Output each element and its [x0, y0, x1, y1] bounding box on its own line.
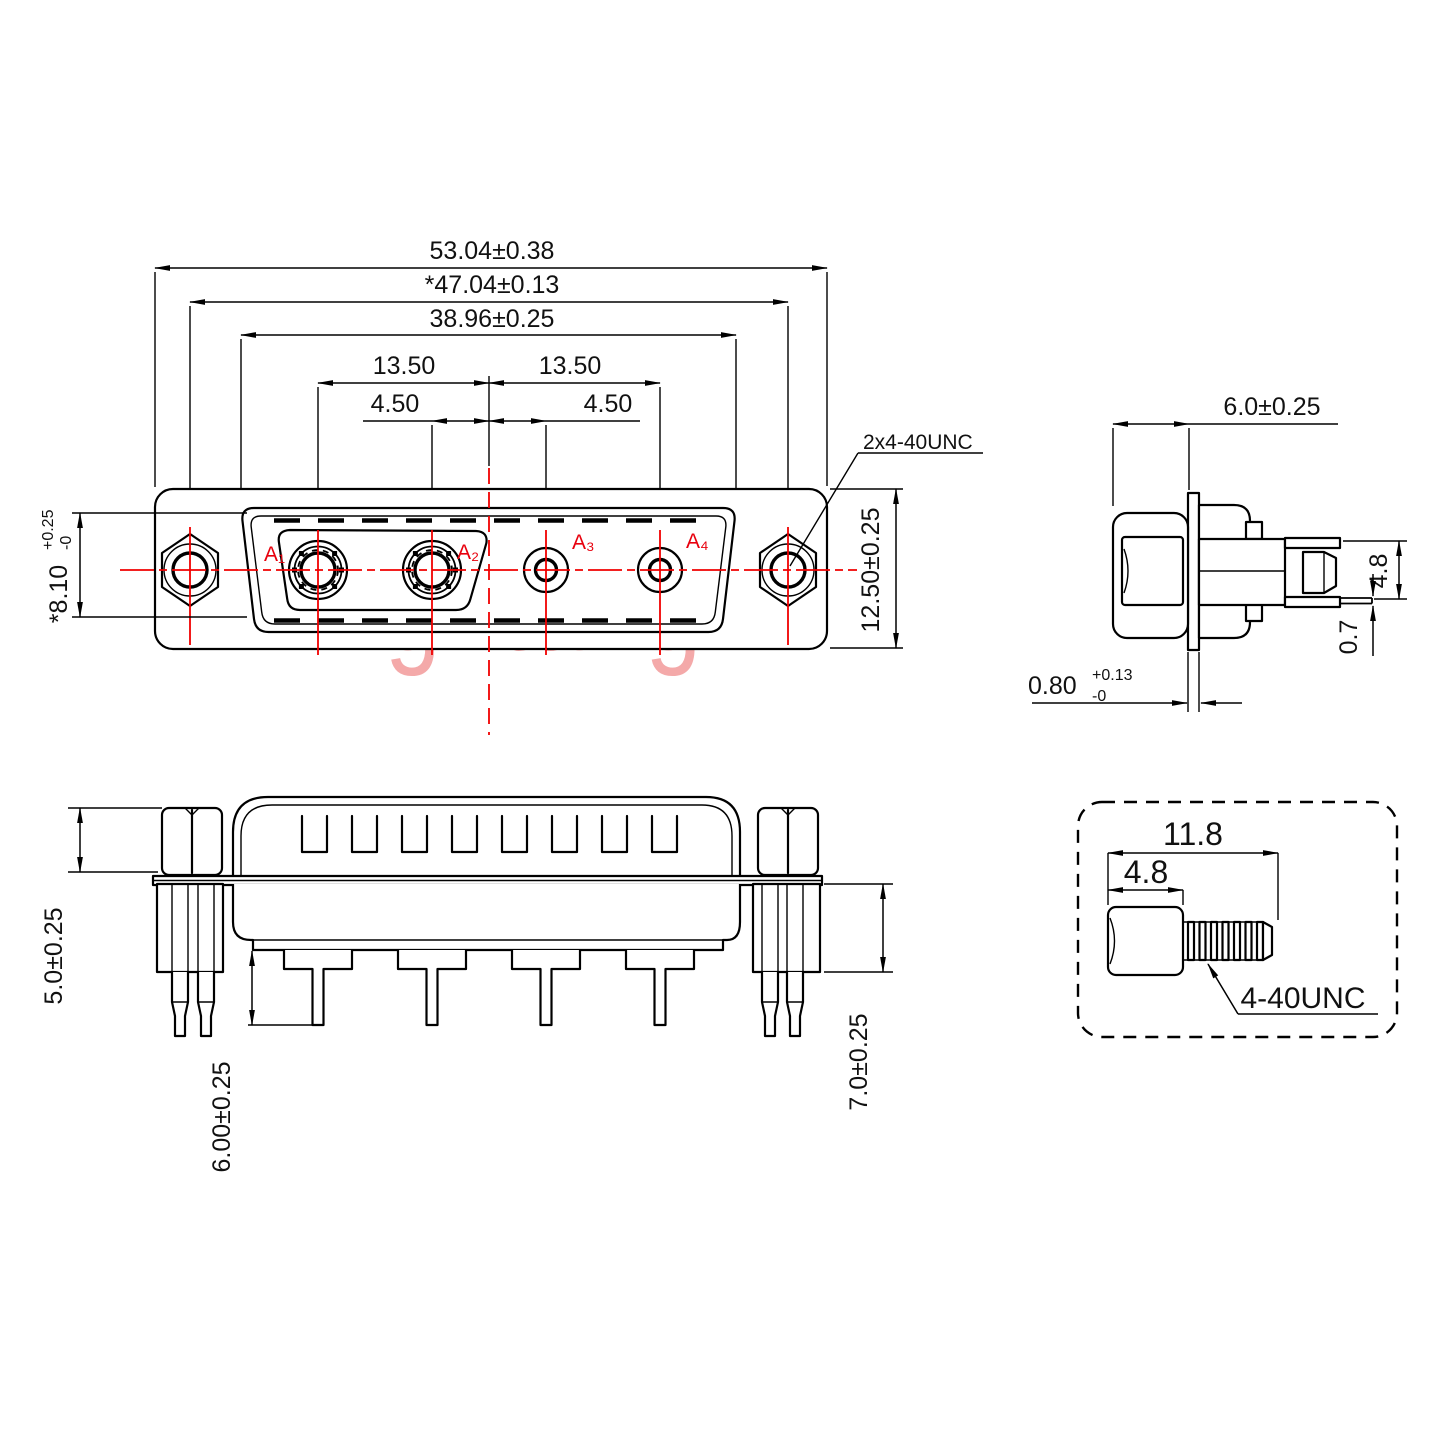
- svg-text:-0: -0: [58, 536, 75, 550]
- svg-text:+0.25: +0.25: [40, 509, 57, 550]
- dim-tail-length: 6.00±0.25: [208, 1061, 236, 1172]
- screw-hex-body: [1106, 905, 1185, 977]
- contact-label-a1: A₁: [264, 543, 285, 566]
- dim-13-right: 13.50: [539, 352, 602, 380]
- side-view: 6.0±0.25 4.8 0.7 0.80 +0.13 -0: [1028, 393, 1407, 712]
- dim-pin-width: 0.7: [1335, 620, 1363, 655]
- dim-depth: 6.0±0.25: [1223, 393, 1320, 421]
- svg-text:+0.13: +0.13: [1092, 667, 1133, 684]
- bottom-view: 5.0±0.25 6.00±0.25 7.0±0.25: [40, 795, 893, 1173]
- dim-front-height: 12.50±0.25: [857, 508, 885, 633]
- thread-spec: 4-40UNC: [1240, 982, 1365, 1015]
- dim-13-left: 13.50: [373, 352, 436, 380]
- svg-text:*8.10: *8.10: [45, 565, 73, 623]
- side-jackscrew-head: [1120, 535, 1185, 607]
- tail-a2: [396, 950, 468, 1027]
- dim-standoff-height: 5.0±0.25: [40, 907, 68, 1004]
- dim-4-left: 4.50: [371, 390, 420, 418]
- dim-slot-height: *8.10 +0.25 -0: [40, 509, 75, 623]
- dim-4-right: 4.50: [584, 390, 633, 418]
- side-flange: [1186, 491, 1201, 652]
- dim-screw-hex: 4.8: [1124, 854, 1168, 890]
- dim-screw-total: 11.8: [1163, 816, 1223, 852]
- tail-a4: [624, 950, 696, 1027]
- svg-text:-0: -0: [1092, 688, 1106, 705]
- dim-53: 53.04±0.38: [430, 237, 555, 265]
- dim-38: 38.96±0.25: [430, 305, 555, 333]
- dim-47: *47.04±0.13: [425, 271, 560, 299]
- dim-flange-thickness: 0.80 +0.13 -0: [1028, 667, 1133, 705]
- thread-callout: 2x4-40UNC: [863, 431, 973, 454]
- contact-label-a2: A₂: [457, 541, 479, 564]
- screw-threads: [1186, 920, 1274, 962]
- standoff-left: [160, 806, 224, 877]
- detail-view: 11.8 4.8 4-40UNC: [1076, 800, 1399, 1039]
- side-coax-contact: [1301, 550, 1338, 595]
- svg-text:0.80: 0.80: [1028, 672, 1077, 700]
- tail-a1: [282, 950, 354, 1027]
- contact-label-a4: A₄: [686, 530, 709, 553]
- dim-boss-length: 7.0±0.25: [845, 1013, 873, 1110]
- contact-label-a3: A₃: [572, 531, 595, 554]
- front-view: 53.04±0.38 *47.04±0.13 38.96±0.25 13.50 …: [40, 237, 983, 735]
- tail-a3: [510, 950, 582, 1027]
- dim-contact-dia: 4.8: [1365, 554, 1393, 589]
- standoff-right: [756, 806, 820, 877]
- detail-box: [1076, 800, 1399, 1039]
